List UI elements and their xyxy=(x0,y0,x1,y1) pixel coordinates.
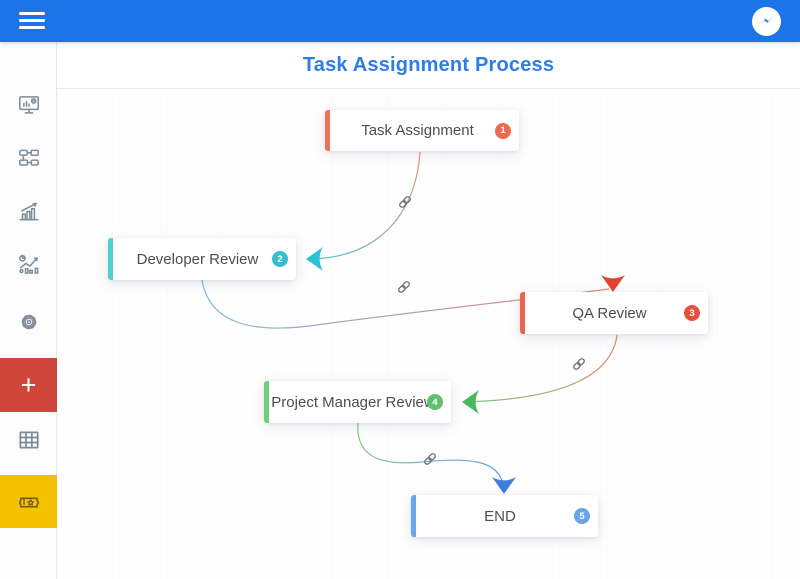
sidebar-item-dashboard[interactable] xyxy=(0,85,57,125)
sidebar-item-bar-chart[interactable] xyxy=(0,192,57,232)
flow-node-qa-review[interactable]: QA Review 3 xyxy=(520,292,708,334)
analytics-icon xyxy=(18,254,38,274)
node-order-badge: 5 xyxy=(574,508,590,524)
connector-1[interactable] xyxy=(310,151,421,260)
flow-node-developer-review[interactable]: Developer Review 2 xyxy=(108,238,296,280)
flowchart-canvas: Task Assignment 1 Developer Review 2 QA … xyxy=(57,89,800,579)
monitor-chart-icon xyxy=(18,96,39,114)
node-label: QA Review xyxy=(572,304,647,322)
arrowhead-down-red xyxy=(601,275,625,292)
sidebar: + xyxy=(0,42,57,579)
node-order-badge: 4 xyxy=(427,394,443,410)
node-order-badge: 1 xyxy=(495,122,511,139)
sidebar-item-workflow[interactable] xyxy=(0,138,57,178)
page-header: Task Assignment Process xyxy=(57,42,800,89)
link-icon[interactable] xyxy=(397,194,413,210)
workflow-icon xyxy=(18,149,39,166)
arrowhead-down-blue xyxy=(492,477,516,494)
connector-4[interactable] xyxy=(357,422,504,486)
node-order-badge: 2 xyxy=(272,251,288,267)
sidebar-item-table[interactable] xyxy=(0,420,57,460)
page-title: Task Assignment Process xyxy=(302,53,555,76)
arrowhead-left-green xyxy=(462,390,479,414)
sidebar-tickets-button[interactable] xyxy=(0,475,57,528)
hamburger-menu-icon[interactable] xyxy=(19,12,45,30)
node-label: Task Assignment xyxy=(361,122,474,139)
node-label: END xyxy=(484,507,516,525)
sidebar-add-button[interactable]: + xyxy=(0,358,57,412)
connector-layer xyxy=(201,151,625,494)
messenger-bolt-icon[interactable] xyxy=(752,7,781,36)
arrowhead-left-cyan xyxy=(306,247,323,271)
hamburger-bar xyxy=(19,25,45,30)
link-icon[interactable] xyxy=(396,279,412,295)
link-icon[interactable] xyxy=(422,451,438,467)
hamburger-bar xyxy=(19,18,45,23)
node-order-badge: 3 xyxy=(684,305,700,321)
sidebar-item-settings[interactable] xyxy=(0,302,57,342)
sidebar-item-analytics[interactable] xyxy=(0,245,57,285)
gear-icon xyxy=(21,314,36,330)
flow-node-task-assignment[interactable]: Task Assignment 1 xyxy=(325,110,519,151)
flow-node-end[interactable]: END 5 xyxy=(411,495,598,537)
node-label: Project Manager Review xyxy=(271,393,435,411)
connector-3[interactable] xyxy=(464,334,618,403)
node-label: Developer Review xyxy=(136,250,259,268)
hamburger-bar xyxy=(19,12,45,16)
flow-node-project-manager-review[interactable]: Project Manager Review 4 xyxy=(264,381,451,423)
plus-icon: + xyxy=(20,369,37,400)
table-grid-icon xyxy=(18,431,39,449)
bolt-glyph xyxy=(759,16,774,26)
link-icon[interactable] xyxy=(571,356,587,372)
top-bar xyxy=(0,0,800,42)
bar-chart-growth-icon xyxy=(19,202,38,221)
ticket-star-icon xyxy=(18,497,39,508)
